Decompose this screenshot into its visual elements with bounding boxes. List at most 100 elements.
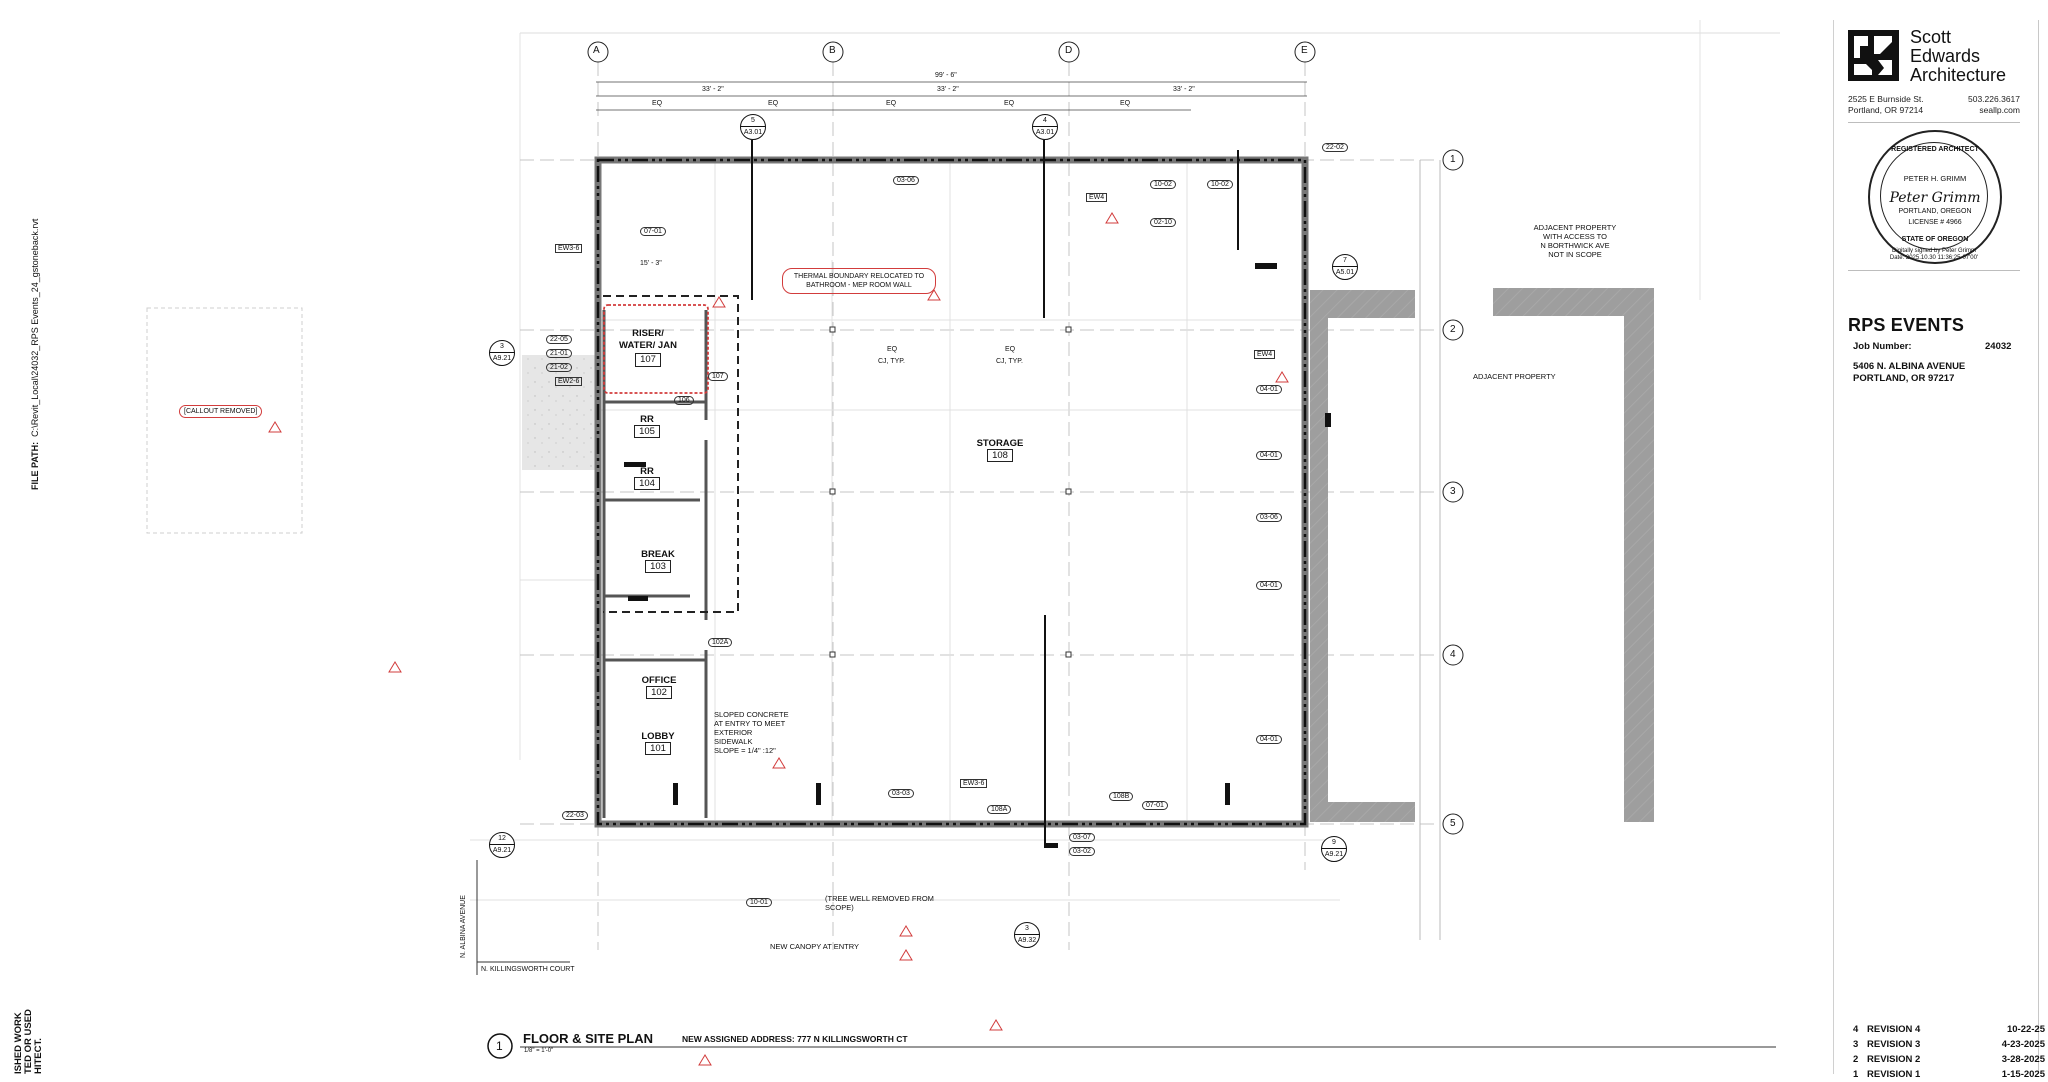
keynote-tag: 10-02 [1207, 180, 1233, 189]
grid-label-B: B [829, 45, 836, 56]
dim-overall-width: 99' - 6" [935, 72, 957, 79]
stamp-signature-info: Digitally signed by Peter Grimm Date: 20… [1874, 248, 1994, 262]
divider [1848, 122, 2020, 123]
revision-label: REVISION 2 [1867, 1054, 1921, 1065]
marker-sheet: A9.32 [1015, 934, 1039, 946]
revision-row: 1 REVISION 1 1-15-2025 [1853, 1067, 2045, 1082]
floor-plan-drawing [146, 20, 1780, 1066]
note-adjacent-access: ADJACENT PROPERTY WITH ACCESS TO N BORTH… [1530, 223, 1620, 259]
note-thermal-boundary: THERMAL BOUNDARY RELOCATED TO BATHROOM -… [782, 268, 936, 294]
door-tag: 102A [708, 638, 733, 647]
keynote-tag: 07-01 [1142, 801, 1168, 810]
street-killingsworth: N. KILLINGSWORTH COURT [481, 966, 575, 973]
stamp-signed: Digitally signed by Peter Grimm [1891, 248, 1977, 254]
wall-tag: EW3-6 [960, 779, 988, 788]
view-title: FLOOR & SITE PLAN [523, 1031, 653, 1046]
door-tag: 108A [987, 805, 1012, 814]
revision-row: 4 REVISION 4 10-22-25 [1853, 1022, 2045, 1037]
stamp-license: LICENSE # 4966 [1908, 219, 1962, 226]
keynote-tag: 03-06 [893, 176, 919, 185]
firm-website[interactable]: seallp.com [1979, 105, 2020, 115]
project-address-line: 5406 N. ALBINA AVENUE [1853, 361, 1966, 372]
stamp-name: PETER H. GRIMM [1903, 174, 1967, 183]
revision-label: REVISION 3 [1867, 1039, 1921, 1050]
keynote-tag: 21-02 [546, 363, 572, 372]
dim-bay: 33' - 2" [702, 86, 724, 93]
revision-label: REVISION 4 [1867, 1024, 1921, 1035]
room-name: RR [640, 466, 654, 477]
firm-address-line: 2525 E Burnside St. [1848, 94, 1924, 104]
keynote-tag: 02-10 [1150, 218, 1176, 227]
revision-list: 4 REVISION 4 10-22-25 3 REVISION 3 4-23-… [1853, 1022, 2045, 1082]
note-line: WITH ACCESS TO [1543, 232, 1607, 241]
firm-address-line: Portland, OR 97214 [1848, 105, 1924, 115]
note-text: [CALLOUT REMOVED] [184, 408, 258, 415]
room-storage: STORAGE 108 [970, 438, 1030, 462]
grid-label-3: 3 [1450, 486, 1456, 497]
section-marker: 5 A3.01 [740, 114, 766, 140]
note-sloped-concrete: SLOPED CONCRETE AT ENTRY TO MEET EXTERIO… [714, 710, 789, 755]
grid-label-D: D [1065, 45, 1073, 56]
keynote-tag: 22-02 [1322, 143, 1348, 152]
dim-bay: 33' - 2" [937, 86, 959, 93]
note-adjacent-property: ADJACENT PROPERTY [1473, 372, 1556, 381]
dim-eq: EQ [652, 100, 663, 107]
keynote-tag: 04-01 [1256, 581, 1282, 590]
firm-name-line: Edwards [1910, 46, 1981, 66]
wall-tag: EW4 [1086, 193, 1108, 202]
firm-logo-icon [1848, 30, 1899, 81]
marker-sheet: A9.21 [1322, 848, 1346, 860]
dim-eq: EQ [1004, 100, 1015, 107]
section-marker: 3 A9.32 [1014, 922, 1040, 948]
divider [1848, 270, 2020, 271]
room-number: 105 [634, 425, 660, 438]
keynote-tag: 03-02 [1069, 847, 1095, 856]
note-line: ADJACENT PROPERTY [1533, 223, 1617, 232]
titleblock-divider [1833, 20, 1834, 1074]
revision-number: 2 [1853, 1054, 1859, 1065]
room-number: 108 [987, 449, 1013, 462]
revision-date: 4-23-2025 [2001, 1039, 2045, 1050]
firm-name-line: Scott [1910, 27, 1952, 47]
revision-label: REVISION 1 [1867, 1069, 1921, 1080]
room-rr-104: RR 104 [632, 466, 662, 490]
titleblock-edge [2038, 20, 2039, 1074]
room-number: 104 [634, 477, 660, 490]
note-line: SCOPE) [825, 903, 854, 912]
stamp-arc-top: REGISTERED ARCHITECT [1891, 146, 1979, 153]
marker-num: 5 [751, 117, 755, 124]
room-name: RR [640, 414, 654, 425]
firm-contact: 503.226.3617 seallp.com [1950, 94, 2020, 116]
stamp-city: PORTLAND, OREGON [1898, 208, 1972, 215]
room-number: 101 [645, 742, 671, 755]
view-scale: 1/8" = 1'-0" [524, 1048, 554, 1054]
wall-tag: EW4 [1254, 350, 1276, 359]
project-title: RPS EVENTS [1848, 315, 1965, 335]
door-tag: 107 [708, 372, 728, 381]
dim-eq: EQ [886, 100, 897, 107]
marker-num: 12 [498, 835, 506, 842]
note-line: SLOPED CONCRETE [714, 710, 789, 719]
detail-marker: 12 A9.21 [489, 832, 515, 858]
keynote-tag: 03-06 [1256, 513, 1282, 522]
note-line: SIDEWALK [714, 737, 753, 746]
note-callout-removed: [CALLOUT REMOVED] [179, 405, 263, 418]
room-number: 107 [635, 353, 661, 367]
marker-num: 7 [1343, 257, 1347, 264]
keynote-tag: 10-02 [1150, 180, 1176, 189]
room-break: BREAK 103 [630, 549, 686, 573]
revision-date: 3-28-2025 [2001, 1054, 2045, 1065]
note-line: NOT IN SCOPE [1548, 250, 1602, 259]
firm-address: 2525 E Burnside St. Portland, OR 97214 [1848, 94, 1924, 116]
grid-label-E: E [1301, 45, 1308, 56]
marker-num: 3 [1025, 925, 1029, 932]
marker-sheet: A9.21 [490, 352, 514, 364]
revision-row: 3 REVISION 3 4-23-2025 [1853, 1037, 2045, 1052]
room-name: STORAGE [976, 438, 1024, 449]
grid-label-2: 2 [1450, 324, 1456, 335]
detail-marker: 3 A9.21 [489, 340, 515, 366]
room-name: BREAK [641, 549, 675, 560]
project-address-line: PORTLAND, OR 97217 [1853, 373, 1955, 384]
cj-typ: CJ, TYP. [996, 358, 1023, 365]
room-office: OFFICE 102 [630, 675, 688, 699]
